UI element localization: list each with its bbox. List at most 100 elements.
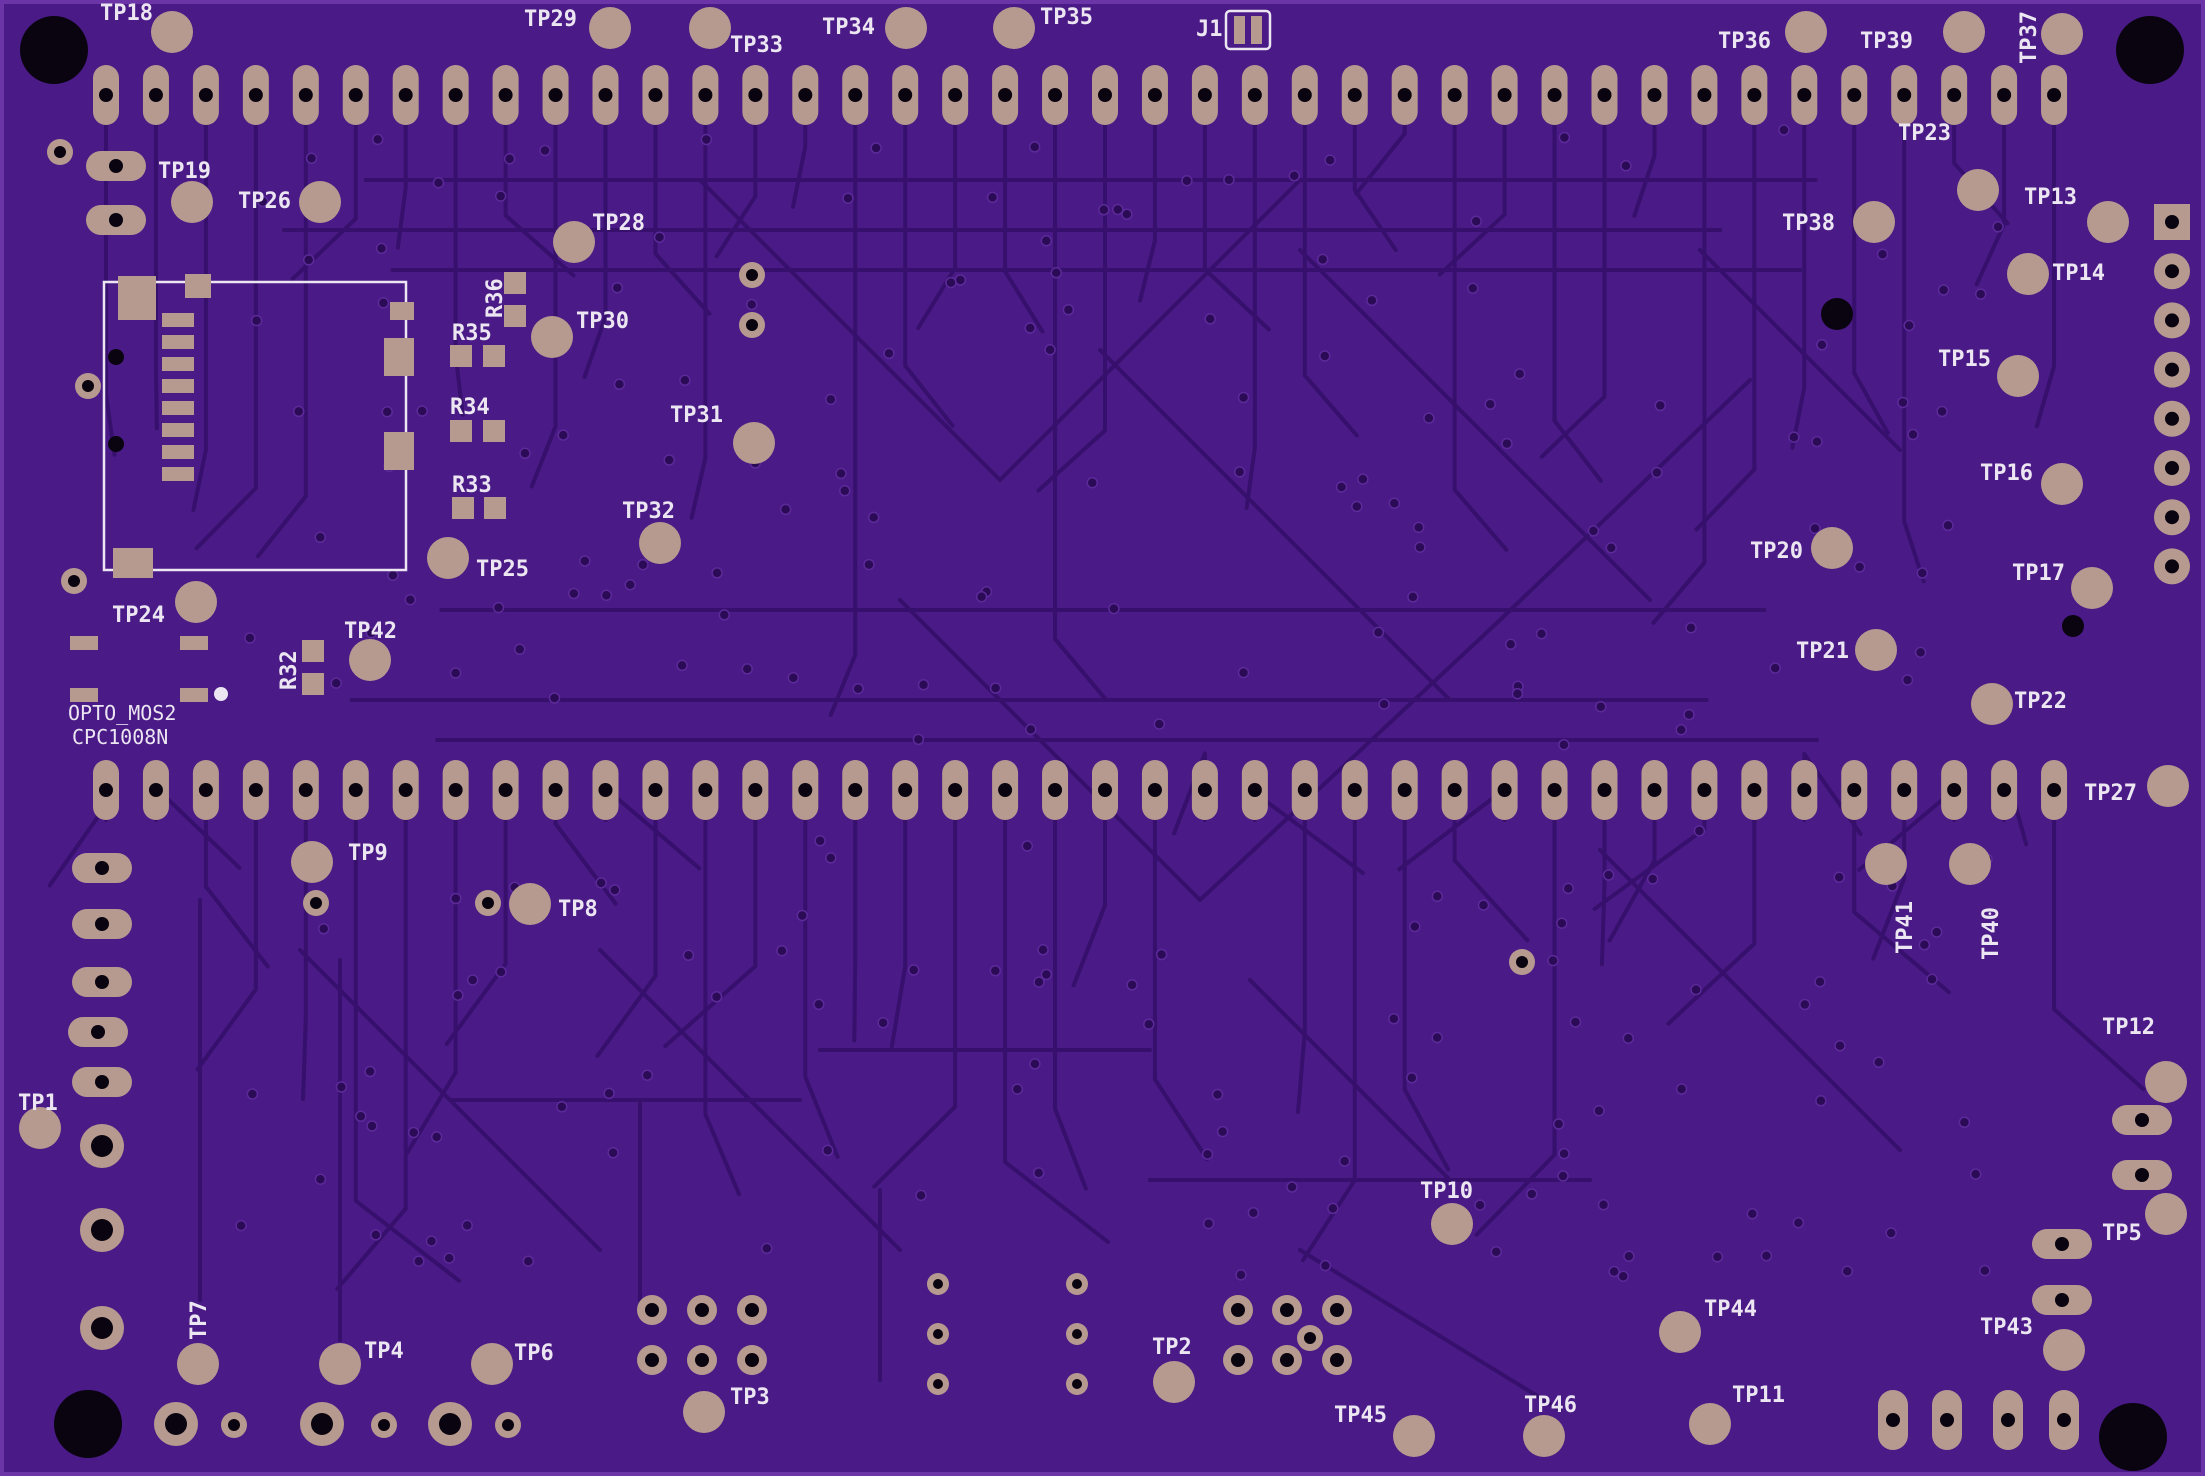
- tp32-label: TP32: [622, 499, 675, 524]
- test-point-tp3: TP3: [683, 1385, 770, 1433]
- tp18-label: TP18: [100, 1, 153, 26]
- via-pad: [927, 1373, 949, 1395]
- tp31-label: TP31: [670, 403, 723, 428]
- test-point-tp36: TP36: [1718, 11, 1827, 54]
- test-point-tp44: TP44: [1659, 1297, 1757, 1353]
- header-2x3-pin: [1223, 1295, 1253, 1325]
- header-middle-row: [93, 760, 2068, 820]
- test-point-pad: [1393, 1415, 1435, 1457]
- j1-label: J1: [1196, 17, 1223, 42]
- tp39-label: TP39: [1860, 29, 1913, 54]
- test-point-pad: [2145, 1061, 2187, 1103]
- through-hole-pad-small: [739, 312, 765, 338]
- header-middle-pin: [192, 760, 219, 820]
- test-point-pad: [291, 841, 333, 883]
- test-point-tp1: TP1: [18, 1091, 61, 1149]
- oblong-pad: [2032, 1285, 2092, 1315]
- tp45-label: TP45: [1334, 1403, 1387, 1428]
- header-right-pin: [2154, 351, 2190, 388]
- via-pad: [927, 1323, 949, 1345]
- header-middle-pin: [1141, 760, 1168, 820]
- header-middle-pin: [1641, 760, 1668, 820]
- test-point-pad: [1811, 527, 1853, 569]
- test-point-tp10: TP10: [1420, 1179, 1473, 1245]
- test-point-tp43: TP43: [1980, 1315, 2085, 1371]
- test-point-tp23: TP23: [1898, 121, 1999, 211]
- test-point-pad: [1659, 1311, 1701, 1353]
- through-hole-pad: [428, 1402, 472, 1446]
- r35-label: R35: [452, 321, 492, 346]
- oblong-pad: [72, 967, 132, 997]
- header-top-pin: [1241, 65, 1268, 125]
- header-middle-pin: [542, 760, 569, 820]
- test-point-tp21: TP21: [1796, 629, 1897, 671]
- test-point-pad: [175, 581, 217, 623]
- header-2x3-pin: [737, 1345, 767, 1375]
- tp26-label: TP26: [238, 189, 291, 214]
- header-middle-pin: [93, 760, 119, 820]
- header-top-pin: [1691, 65, 1718, 125]
- test-point-pad: [2145, 1193, 2187, 1235]
- opto-outline: [102, 280, 408, 572]
- oblong-pad: [72, 909, 132, 939]
- header-right-pin: [2154, 253, 2190, 290]
- test-point-tp16: TP16: [1980, 461, 2083, 505]
- test-point-pad: [1971, 683, 2013, 725]
- test-point-pad: [349, 639, 391, 681]
- through-hole-pad: [80, 1208, 124, 1252]
- test-point-tp46: TP46: [1523, 1393, 1577, 1457]
- header-middle-pin: [792, 760, 819, 820]
- header-top-pin: [992, 65, 1019, 125]
- test-point-pad: [171, 181, 213, 223]
- header-middle-pin: [842, 760, 869, 820]
- header-top-pin: [1092, 65, 1118, 125]
- small-hole-1: [1821, 298, 1853, 330]
- test-point-tp22: TP22: [1971, 683, 2067, 725]
- header-top-pin: [1941, 65, 1968, 125]
- header-top-pin: [2041, 65, 2068, 125]
- header-top-pin: [242, 65, 269, 125]
- header-middle-pin: [2041, 760, 2068, 820]
- tp15-label: TP15: [1938, 347, 1991, 372]
- tp30-label: TP30: [576, 309, 629, 334]
- header-middle-pin: [242, 760, 269, 820]
- header-top-pin: [892, 65, 919, 125]
- tp41-label: TP41: [1893, 901, 1918, 954]
- test-point-tp35: TP35: [993, 5, 1093, 49]
- mounting-holes: [20, 16, 2184, 1471]
- tp33-label: TP33: [730, 33, 783, 58]
- header-middle-pin: [592, 760, 619, 820]
- header-middle-pin: [1291, 760, 1318, 820]
- test-point-tp15: TP15: [1938, 347, 2039, 397]
- opto-part-label: CPC1008N: [72, 725, 168, 749]
- tp43-label: TP43: [1980, 1315, 2033, 1340]
- oblong-pad: [86, 205, 146, 235]
- test-point-tp13: TP13: [2024, 185, 2129, 243]
- header-2x3-pin: [687, 1295, 717, 1325]
- test-point-pad: [19, 1107, 61, 1149]
- header-2x3-pin: [1223, 1345, 1253, 1375]
- header-middle-pin: [742, 760, 769, 820]
- header-middle-pin: [692, 760, 719, 820]
- mount-hole-top-right: [2116, 16, 2184, 84]
- j1-connector: J1: [1196, 9, 1272, 51]
- header-top-pin: [1141, 65, 1168, 125]
- test-point-pad: [1689, 1403, 1731, 1445]
- test-point-tp19: TP19: [158, 159, 213, 223]
- through-hole-pad-small: [475, 890, 501, 916]
- tp36-label: TP36: [1718, 29, 1771, 54]
- tp6-label: TP6: [514, 1341, 554, 1366]
- test-point-tp7: TP7: [177, 1300, 219, 1385]
- resistors: [302, 272, 526, 695]
- header-right-pin: [2154, 499, 2190, 536]
- test-point-pad: [531, 316, 573, 358]
- tp13-label: TP13: [2024, 185, 2077, 210]
- test-point-pad: [589, 7, 631, 49]
- through-hole-pad-small: [221, 1412, 247, 1438]
- through-hole-pad: [154, 1402, 198, 1446]
- test-point-pad: [177, 1343, 219, 1385]
- test-point-pad: [1785, 11, 1827, 53]
- test-point-tp12: TP12: [2102, 1015, 2187, 1103]
- oblong-pad-vertical: [1878, 1390, 1908, 1450]
